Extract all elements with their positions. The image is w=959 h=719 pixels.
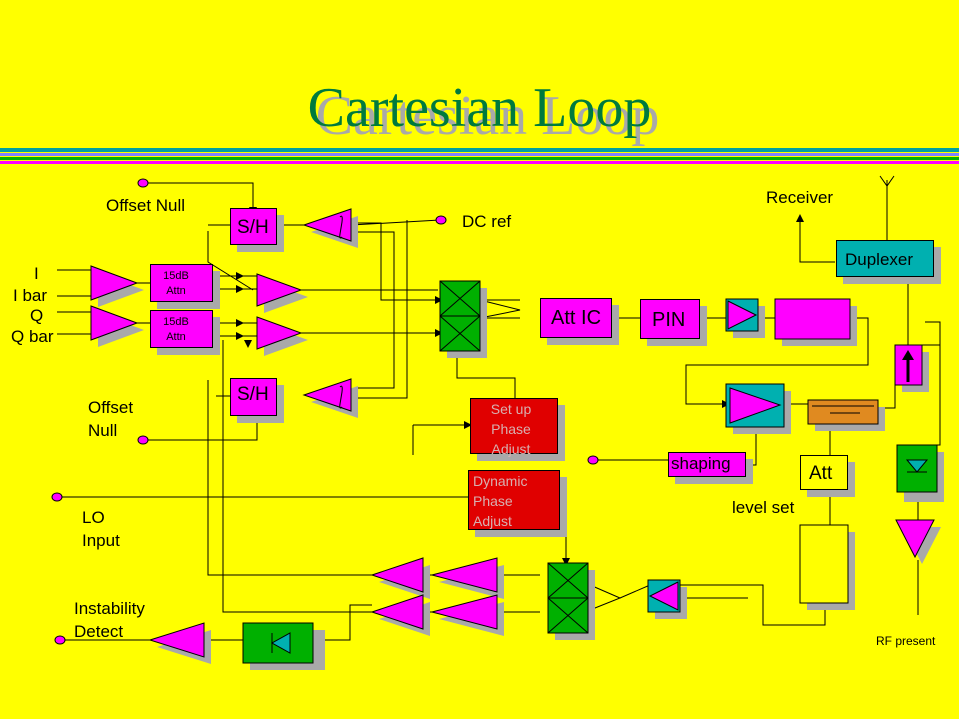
loop-amp: [725, 383, 791, 434]
integrator-bottom: [302, 378, 358, 418]
rf-present-amp: [895, 519, 941, 564]
page-title-shadow: Cartesian Loop: [315, 85, 660, 147]
rf-detector: [896, 444, 944, 502]
mixer-lower: [547, 562, 595, 640]
receiver-label: Receiver: [766, 188, 834, 207]
att-label: Att: [809, 463, 833, 484]
dynamic-phase-adjust-box: Dynamic Phase Adjust: [468, 470, 560, 530]
coupler: [807, 399, 885, 431]
sh-bottom-box: S/H: [230, 378, 277, 416]
setup-phase-adjust-label: Set up Phase Adjust: [490, 401, 532, 457]
switch-box: [894, 344, 929, 392]
rf-present-label: RF present: [876, 634, 936, 648]
lo-input-label: LO Input: [82, 508, 120, 550]
power-amp-box: [774, 298, 857, 346]
driver-amp: [725, 298, 765, 338]
amp-q: [90, 305, 144, 347]
duplexer-label: Duplexer: [845, 250, 914, 269]
signal-wires: [57, 175, 941, 641]
attn-bottom-box: 15dB Attn: [150, 310, 213, 348]
level-set-label: level set: [732, 498, 795, 517]
amp-i: [90, 265, 144, 307]
dynamic-phase-adjust-label: Dynamic Phase Adjust: [473, 473, 528, 529]
attn-bottom-label: 15dB Attn: [163, 316, 189, 343]
feedback-amp-3: [430, 557, 504, 599]
sh-top-label: S/H: [237, 217, 269, 238]
shaping-box: shaping: [668, 452, 746, 477]
amp-sum-top: [256, 273, 308, 313]
mixer-upper: [439, 280, 487, 358]
feedback-amp-1: [370, 557, 430, 599]
att-ic-box: Att IC: [540, 298, 612, 338]
att-ic-label: Att IC: [551, 307, 602, 329]
instability-amp: [148, 622, 211, 664]
shaping-label: shaping: [671, 454, 731, 473]
title-underline-stripes: [0, 148, 959, 164]
q-label: Q: [30, 306, 44, 325]
integrator-symbols: [339, 215, 343, 409]
offset-null-top-label: Offset Null: [106, 196, 186, 215]
amplifier-triangles: [90, 208, 941, 664]
attn-top-box: 15dB Attn: [150, 264, 213, 302]
feedback-amp-4: [430, 594, 504, 636]
dc-ref-label: DC ref: [462, 212, 512, 231]
integrator-top: [302, 208, 358, 248]
detector-boxes: [242, 444, 944, 670]
feedback-cyan-amp: [647, 579, 687, 619]
cyan-amp-boxes: [647, 298, 791, 619]
offset-null-bottom-label: Offset Null: [88, 398, 134, 440]
amp-sum-bottom: [256, 316, 308, 356]
pin-box: PIN: [640, 299, 700, 339]
instability-detect-label: Instability Detect: [74, 599, 145, 641]
pin-label: PIN: [652, 309, 686, 331]
attn-top-label: 15dB Attn: [163, 270, 189, 297]
i-bar-label: I bar: [13, 286, 48, 305]
input-terminals: [51, 178, 599, 645]
feedback-amp-2: [370, 594, 430, 636]
level-set-box: [799, 524, 855, 610]
i-label: I: [34, 264, 39, 283]
sh-bottom-label: S/H: [237, 384, 269, 405]
mixers: [439, 280, 595, 640]
page-title: Cartesian Loop: [307, 77, 652, 139]
q-bar-label: Q bar: [11, 327, 54, 346]
att-box: Att: [800, 455, 848, 490]
setup-phase-adjust-box: Set up Phase Adjust: [470, 398, 558, 457]
sh-top-box: S/H: [230, 208, 277, 245]
instability-detector: [242, 622, 325, 670]
duplexer-box: Duplexer: [836, 240, 934, 277]
